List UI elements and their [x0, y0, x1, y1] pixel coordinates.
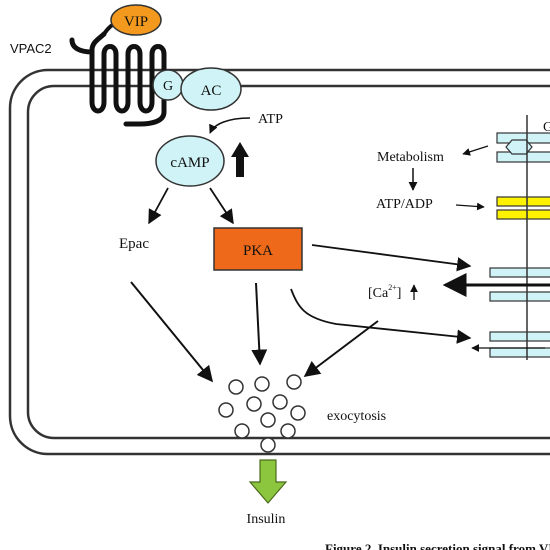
calcium-to-exocytosis-arrow	[303, 320, 379, 377]
insulin-label: Insulin	[247, 512, 286, 527]
vesicle	[272, 394, 288, 410]
exocytosis-label: exocytosis	[327, 409, 386, 424]
katp-channel	[496, 196, 550, 220]
camp-node: cAMP	[155, 135, 225, 187]
calcium-label: [Ca2+]	[368, 283, 401, 301]
epac-label: Epac	[119, 236, 149, 252]
vesicle	[228, 379, 244, 395]
vpac2-receptor	[89, 31, 167, 127]
atp-to-camp-arrow	[209, 117, 251, 134]
ac-label: AC	[201, 83, 222, 99]
vpac2-label: VPAC2	[10, 41, 52, 56]
atp-to-katp-arrow	[455, 202, 485, 211]
vip-node: VIP	[110, 4, 162, 36]
green-down-arrow-icon	[248, 459, 288, 504]
vesicle	[260, 437, 276, 453]
atp-adp-label: ATP/ADP	[376, 197, 433, 212]
glut-to-metabolism-arrow	[462, 145, 489, 156]
vesicle	[260, 412, 276, 428]
vesicle	[246, 396, 262, 412]
camp-label: cAMP	[170, 155, 209, 171]
camp-to-epac-arrow	[148, 187, 169, 225]
edge-letter: G	[543, 120, 550, 135]
pka-to-exocytosis-arrow	[251, 282, 268, 366]
ion-channel-lower	[489, 331, 550, 358]
figure-caption: Figure 2. Insulin secretion signal from …	[325, 541, 550, 550]
metabolism-label: Metabolism	[377, 150, 444, 165]
atp-label: ATP	[258, 112, 283, 127]
vesicle	[234, 423, 250, 439]
thick-up-arrow-icon	[231, 142, 249, 177]
cell-membrane	[8, 68, 550, 456]
pka-label: PKA	[243, 243, 273, 259]
vesicle	[254, 376, 270, 392]
vesicle	[286, 374, 302, 390]
g-label: G	[163, 79, 173, 94]
pka-node: PKA	[213, 227, 303, 271]
glucose-transporter	[496, 132, 550, 163]
vesicle	[218, 402, 234, 418]
calcium-channel	[489, 267, 550, 302]
pka-to-calcium-channel-arrow	[311, 244, 472, 272]
pka-to-lower-channel-arrow	[290, 288, 472, 344]
ac-node: AC	[180, 67, 242, 111]
camp-to-pka-arrow	[209, 187, 234, 225]
epac-to-exocytosis-arrow	[130, 281, 214, 383]
vesicle	[280, 423, 296, 439]
g-protein-node: G	[152, 69, 184, 101]
vesicle	[290, 405, 306, 421]
vip-label: VIP	[124, 14, 148, 30]
insulin-vesicles	[218, 374, 306, 453]
